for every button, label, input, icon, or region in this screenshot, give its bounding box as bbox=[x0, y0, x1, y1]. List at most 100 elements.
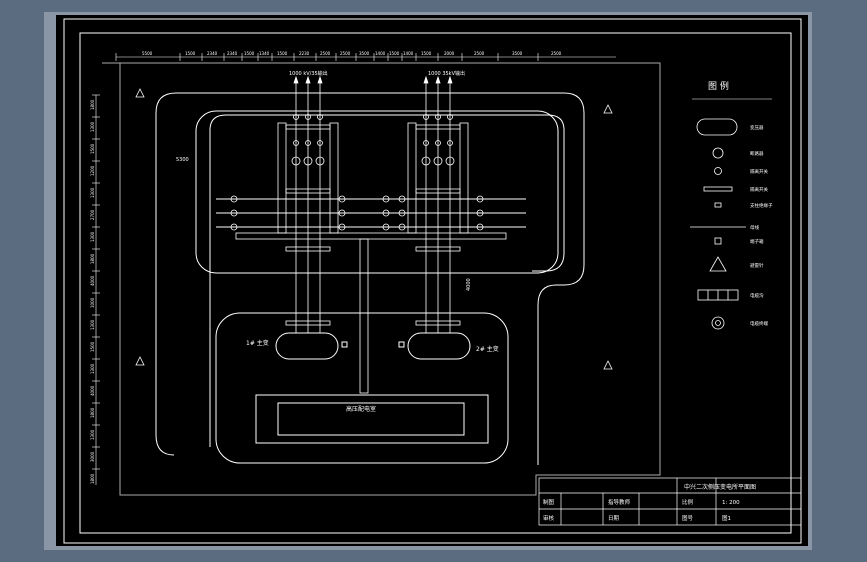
top-dimension-label: 1500 bbox=[389, 51, 400, 56]
isolator-icon bbox=[423, 140, 429, 146]
room-label: 高压配电室 bbox=[346, 405, 376, 413]
legend-item-label: 电缆沟 bbox=[750, 292, 764, 299]
switch-room bbox=[255, 394, 489, 444]
left-dimension-label: 4000 bbox=[90, 385, 95, 396]
drawing-sheet: 5500 1500 2340 2340 1500 1340 1500 2230 2500 2500… bbox=[56, 15, 808, 546]
title-block-cell: 指导教师 bbox=[608, 498, 631, 506]
triangle-icon bbox=[709, 256, 727, 272]
isolator-icon bbox=[447, 114, 453, 120]
frame-structure bbox=[459, 122, 469, 234]
busbar-support bbox=[415, 320, 461, 326]
top-dimension-label: 2000 bbox=[444, 51, 455, 56]
left-dimension-label: 1800 bbox=[90, 253, 95, 264]
breaker-icon bbox=[421, 156, 431, 166]
left-dimension-label: 2700 bbox=[90, 209, 95, 220]
top-dimension-label: 1340 bbox=[259, 51, 270, 56]
top-dimension-label: 3500 bbox=[359, 51, 370, 56]
busbar-icon bbox=[703, 186, 733, 192]
arrow-icon bbox=[423, 75, 429, 84]
left-dimension-label: 1200 bbox=[90, 165, 95, 176]
top-dimension-label: 3500 bbox=[512, 51, 523, 56]
lightning-rod-icon bbox=[603, 104, 613, 114]
frame-structure bbox=[407, 122, 417, 234]
oval-equipment-icon bbox=[696, 118, 738, 136]
hv-yard bbox=[195, 110, 559, 274]
cable-trench-vertical bbox=[359, 238, 369, 394]
inner-dimension: 5300 bbox=[176, 157, 189, 163]
isolator-icon bbox=[293, 114, 299, 120]
legend-item-label: 断路器 bbox=[750, 150, 764, 157]
top-dimension-label: 2230 bbox=[299, 51, 310, 56]
left-dimension-label: 1300 bbox=[90, 429, 95, 440]
line-label-left: 1000 kV/35输出 bbox=[289, 70, 328, 77]
title-block-cell: 比例 bbox=[682, 498, 694, 506]
top-dimension-label: 5500 bbox=[142, 51, 153, 56]
circle-striped-icon bbox=[712, 147, 724, 159]
isolator-icon bbox=[317, 114, 323, 120]
legend-item-label: 隔离开关 bbox=[750, 186, 768, 193]
left-dimension-label: 1800 bbox=[90, 407, 95, 418]
busbar-support bbox=[415, 246, 461, 252]
top-dimension-label: 1400 bbox=[403, 51, 414, 56]
isolator-icon bbox=[317, 140, 323, 146]
small-rect-icon bbox=[714, 202, 722, 208]
left-dimension-label: 1300 bbox=[90, 187, 95, 198]
title-block-cell: 日期 bbox=[608, 515, 620, 522]
busbar-support bbox=[285, 246, 331, 252]
busbars bbox=[216, 198, 526, 228]
legend-item-label: 电缆终端 bbox=[750, 320, 768, 327]
top-dimension-label: 1500 bbox=[185, 51, 196, 56]
top-dimension-label: 1500 bbox=[421, 51, 432, 56]
isolator-icon bbox=[293, 140, 299, 146]
breaker-icon bbox=[303, 156, 313, 166]
top-dimension-label: 2500 bbox=[320, 51, 331, 56]
left-dimension-label: 1300 bbox=[90, 319, 95, 330]
isolator-icon bbox=[305, 114, 311, 120]
transformer-yard bbox=[215, 312, 509, 464]
substation-plan-drawing: 5500 1500 2340 2340 1500 1340 1500 2230 2500 2500… bbox=[63, 18, 802, 544]
top-dimension-label: 2500 bbox=[551, 51, 562, 56]
top-dimension-label: 2340 bbox=[207, 51, 218, 56]
side-dimension: 4000 bbox=[466, 278, 472, 291]
inner-border bbox=[79, 32, 792, 534]
left-dimension-label: 1500 bbox=[90, 143, 95, 154]
left-dimension-label: 1300 bbox=[90, 231, 95, 242]
title-block-cell: 1: 200 bbox=[722, 500, 740, 506]
legend-item-label: 避雷针 bbox=[750, 262, 764, 269]
top-dimension-label: 2340 bbox=[227, 51, 238, 56]
t2-terminal-box bbox=[398, 341, 405, 348]
transformer-1-symbol bbox=[275, 332, 339, 360]
legend-item-label: 隔离开关 bbox=[750, 168, 768, 175]
title-block-title: 中兴二次侧压变电所平面图 bbox=[684, 483, 756, 491]
arrow-icon bbox=[435, 75, 441, 84]
title-block-cell: 图1 bbox=[722, 514, 731, 522]
left-dimension-label: 4000 bbox=[90, 275, 95, 286]
lightning-rod-icon bbox=[603, 360, 613, 370]
legend-title: 图 例 bbox=[708, 80, 729, 92]
top-dimension-label: 2500 bbox=[474, 51, 485, 56]
arrow-icon bbox=[305, 75, 311, 84]
top-dimension-label: 1500 bbox=[277, 51, 288, 56]
line-label-right: 1000 35kV输出 bbox=[428, 70, 465, 77]
left-dimension-label: 1800 bbox=[90, 473, 95, 484]
legend-item-label: 母线 bbox=[750, 224, 759, 231]
isolator-icon bbox=[435, 140, 441, 146]
legend-item-label: 支柱绝缘子 bbox=[750, 202, 773, 209]
lightning-rod-icon bbox=[135, 88, 145, 98]
lightning-rod-icon bbox=[135, 356, 145, 366]
top-dimension-label: 1400 bbox=[375, 51, 386, 56]
breaker-icon bbox=[291, 156, 301, 166]
title-block-cell: 制图 bbox=[543, 498, 555, 506]
title-block-cell: 图号 bbox=[682, 514, 694, 522]
top-dimension-label: 1500 bbox=[244, 51, 255, 56]
breaker-icon bbox=[433, 156, 443, 166]
isolator-icon bbox=[435, 114, 441, 120]
t1-terminal-box bbox=[341, 341, 348, 348]
frame-structure bbox=[329, 122, 339, 234]
outer-border bbox=[63, 18, 802, 544]
switch-room-inner bbox=[277, 402, 465, 436]
top-dimension-label: 2500 bbox=[340, 51, 351, 56]
road-outer bbox=[155, 92, 585, 465]
target-icon bbox=[711, 316, 725, 330]
left-dimension-label: 1300 bbox=[90, 363, 95, 374]
